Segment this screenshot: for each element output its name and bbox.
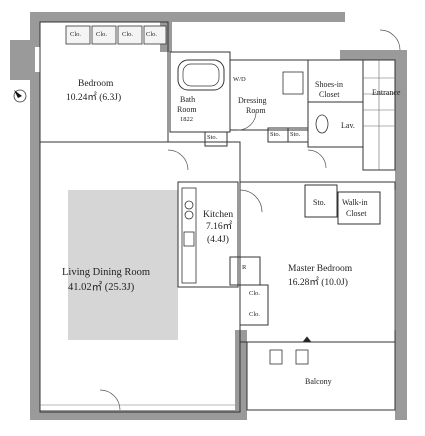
master-name: Master Bedroom	[288, 264, 353, 274]
clo-label-6: Clo.	[249, 311, 261, 318]
bathtub	[177, 59, 225, 91]
walkin-name-2: Closet	[346, 209, 367, 218]
dressing-name-1: Dressing	[238, 96, 267, 105]
entrance-steps	[363, 60, 395, 170]
kitchen-counter	[181, 187, 197, 284]
bedroom-closets	[65, 25, 167, 45]
toilet	[315, 114, 329, 134]
balcony-floor	[246, 341, 396, 411]
closet-label-2: Clo.	[96, 31, 108, 38]
kitchen-name: Kitchen	[203, 210, 234, 220]
door-swings	[99, 29, 401, 411]
window-lines	[40, 190, 396, 406]
shoes-name-1: Shoes-in	[315, 80, 343, 89]
balcony-fixtures	[269, 336, 312, 365]
closet-label-1: Clo.	[70, 31, 82, 38]
master-area: 16.28㎡ (10.0J)	[288, 278, 348, 288]
kitchen-area-1: 7.16㎡	[206, 222, 233, 232]
bedroom-area: 10.24㎡ (6.3J)	[66, 93, 122, 103]
shoes-name-2: Closet	[319, 90, 340, 99]
dressing-sink	[282, 71, 304, 95]
balcony-name: Balcony	[305, 377, 332, 386]
sto-label-2: Sto.	[270, 131, 281, 138]
dressing-name-2: Room	[246, 106, 266, 115]
bath-size: 1822	[180, 116, 193, 123]
clo-label-5: Clo.	[249, 290, 261, 297]
kitchen-area-2: (4.4J)	[207, 235, 229, 245]
closet-label-4: Clo.	[146, 31, 158, 38]
bedroom-name: Bedroom	[78, 79, 114, 89]
bath-name-2: Room	[177, 105, 197, 114]
sto-label-4: Sto.	[313, 198, 326, 207]
compass-icon	[13, 89, 27, 103]
living-name: Living Dining Room	[62, 267, 151, 278]
sto-label-1: Sto.	[207, 134, 218, 141]
living-area: 41.02㎡ (25.3J)	[68, 282, 135, 293]
sto-label-3: Sto.	[290, 131, 301, 138]
refrigerator-label: R	[242, 264, 247, 271]
wd-label: W/D	[233, 76, 246, 83]
lav-name: Lav.	[341, 121, 355, 130]
bath-name-1: Bath	[180, 95, 196, 104]
entrance-name: Entrance	[372, 88, 401, 97]
living-floor-grey	[68, 190, 178, 340]
walkin-name-1: Walk-in	[342, 198, 368, 207]
closet-label-3: Clo.	[122, 31, 134, 38]
